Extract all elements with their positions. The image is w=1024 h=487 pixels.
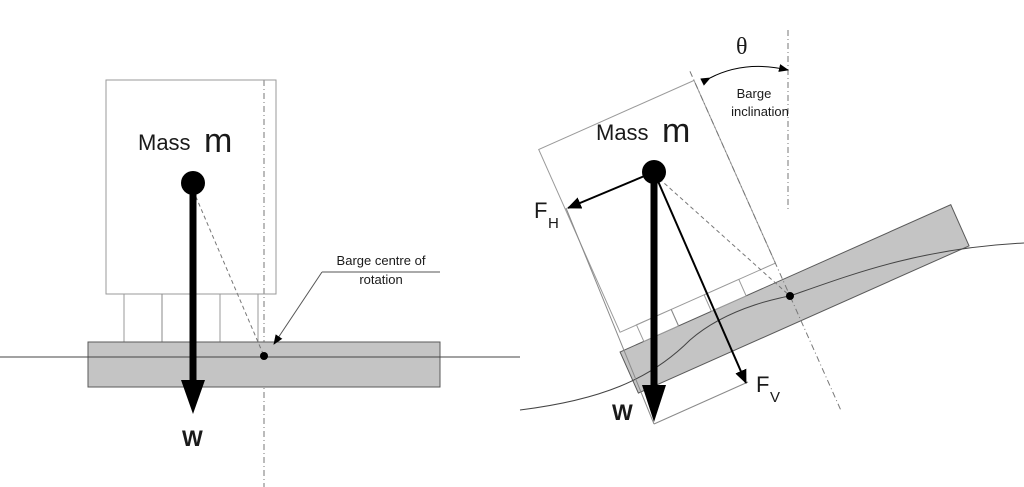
right-barge: [619, 204, 970, 394]
left-annotation-leader-arrow: [273, 271, 323, 345]
inclination-label-line2: inclination: [731, 104, 789, 119]
theta-symbol: θ: [736, 34, 748, 60]
inclination-label-line1: Barge: [737, 86, 772, 101]
left-center-of-mass-dot: [181, 171, 205, 195]
left-mass-label: Mass: [138, 130, 191, 155]
left-support-2: [219, 293, 259, 343]
right-vertical-force-arrow: [653, 171, 747, 384]
right-panel-inclined: Mass m F H F V W θ Barge inclination: [519, 30, 1024, 425]
right-moment-arm-line: [653, 173, 791, 297]
left-weight-arrowhead: [181, 380, 205, 414]
left-barge: [87, 341, 441, 388]
right-support-2: [703, 278, 747, 312]
right-weight-arrowhead: [642, 385, 666, 422]
right-vertical-force-label: F: [756, 372, 769, 397]
right-inclined-axis-line: [689, 71, 841, 410]
left-moment-arm-line: [192, 189, 265, 357]
right-horizontal-force-label: F: [534, 198, 547, 223]
left-annotation-line2: rotation: [359, 272, 402, 287]
right-vertical-force-subscript: V: [770, 389, 780, 406]
right-horizontal-force-arrow: [567, 171, 655, 209]
left-weight-label: W: [182, 426, 203, 451]
right-center-of-mass-dot: [642, 160, 666, 184]
left-mass-symbol: m: [204, 122, 232, 160]
right-weight-label: W: [612, 400, 633, 425]
left-support-1: [123, 293, 163, 343]
right-mass-symbol: m: [662, 112, 690, 150]
left-panel-upright: Mass m W Barge centre of rotation: [0, 79, 520, 487]
right-horizontal-force-subscript: H: [548, 215, 559, 232]
left-annotation-line1: Barge centre of: [337, 253, 426, 268]
right-waterline: [519, 242, 1024, 411]
right-mass-label: Mass: [596, 120, 649, 145]
left-rotation-center-dot: [260, 352, 268, 360]
inclination-angle-arc: [700, 64, 789, 86]
right-rotation-center-dot: [786, 292, 794, 300]
